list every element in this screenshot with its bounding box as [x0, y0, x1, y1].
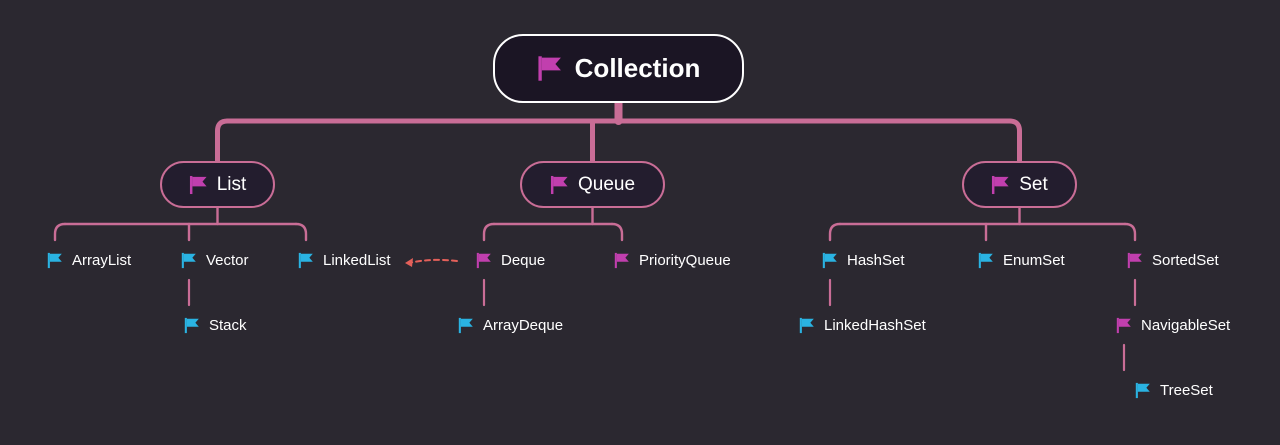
connector-list-linkedlist: [294, 222, 308, 242]
flag-icon: [47, 252, 63, 269]
node-set[interactable]: Set: [962, 161, 1077, 208]
node-linkedhashset[interactable]: LinkedHashSet: [799, 315, 926, 335]
node-label: ArrayList: [72, 251, 132, 269]
flag-icon: [537, 55, 563, 82]
flag-icon: [1135, 382, 1151, 399]
node-arraydeque[interactable]: ArrayDeque: [458, 315, 563, 335]
relation-arrow-line: [408, 258, 458, 264]
flag-icon: [1116, 317, 1132, 334]
flag-icon: [991, 175, 1010, 195]
node-label: PriorityQueue: [639, 251, 731, 269]
connector-list-arraylist: [53, 222, 67, 242]
node-list[interactable]: List: [160, 161, 275, 208]
node-linkedlist[interactable]: LinkedList: [298, 250, 391, 270]
flag-icon: [822, 252, 838, 269]
node-enumset[interactable]: EnumSet: [978, 250, 1065, 270]
flag-icon: [799, 317, 815, 334]
node-label: List: [216, 173, 247, 195]
node-treeset[interactable]: TreeSet: [1135, 380, 1213, 400]
node-vector[interactable]: Vector: [181, 250, 249, 270]
connector-collection-list: [215, 118, 230, 164]
flag-icon: [614, 252, 630, 269]
node-stack[interactable]: Stack: [184, 315, 247, 335]
flag-icon: [189, 175, 208, 195]
node-arraylist[interactable]: ArrayList: [47, 250, 131, 270]
flag-icon: [550, 175, 569, 195]
node-deque[interactable]: Deque: [476, 250, 545, 270]
connector-set-hashset: [828, 222, 842, 242]
node-navigableset[interactable]: NavigableSet: [1116, 315, 1230, 335]
node-label: Collection: [574, 53, 701, 83]
node-label: HashSet: [847, 251, 905, 269]
node-sortedset[interactable]: SortedSet: [1127, 250, 1219, 270]
node-label: Deque: [501, 251, 546, 269]
node-label: Vector: [206, 251, 249, 269]
node-label: EnumSet: [1003, 251, 1065, 269]
flag-icon: [476, 252, 492, 269]
node-label: LinkedHashSet: [824, 316, 926, 334]
connector-queue-priorityqueue: [610, 222, 624, 242]
node-label: Queue: [577, 173, 636, 195]
node-label: LinkedList: [323, 251, 391, 269]
node-hashset[interactable]: HashSet: [822, 250, 905, 270]
flag-icon: [298, 252, 314, 269]
connector-queue-deque: [482, 222, 496, 242]
connector-set-sortedset: [1123, 222, 1137, 242]
node-label: Set: [1019, 173, 1048, 195]
node-label: SortedSet: [1152, 251, 1219, 269]
node-label: TreeSet: [1160, 381, 1213, 399]
node-priorityqueue[interactable]: PriorityQueue: [614, 250, 731, 270]
flag-icon: [1127, 252, 1143, 269]
flag-icon: [978, 252, 994, 269]
flag-icon: [458, 317, 474, 334]
arrowhead-icon: [405, 258, 413, 267]
node-label: NavigableSet: [1141, 316, 1231, 334]
flag-icon: [181, 252, 197, 269]
node-label: Stack: [209, 316, 247, 334]
connector-collection-set: [1007, 118, 1022, 164]
flag-icon: [184, 317, 200, 334]
node-collection[interactable]: Collection: [493, 34, 744, 103]
node-queue[interactable]: Queue: [520, 161, 665, 208]
node-label: ArrayDeque: [483, 316, 564, 334]
